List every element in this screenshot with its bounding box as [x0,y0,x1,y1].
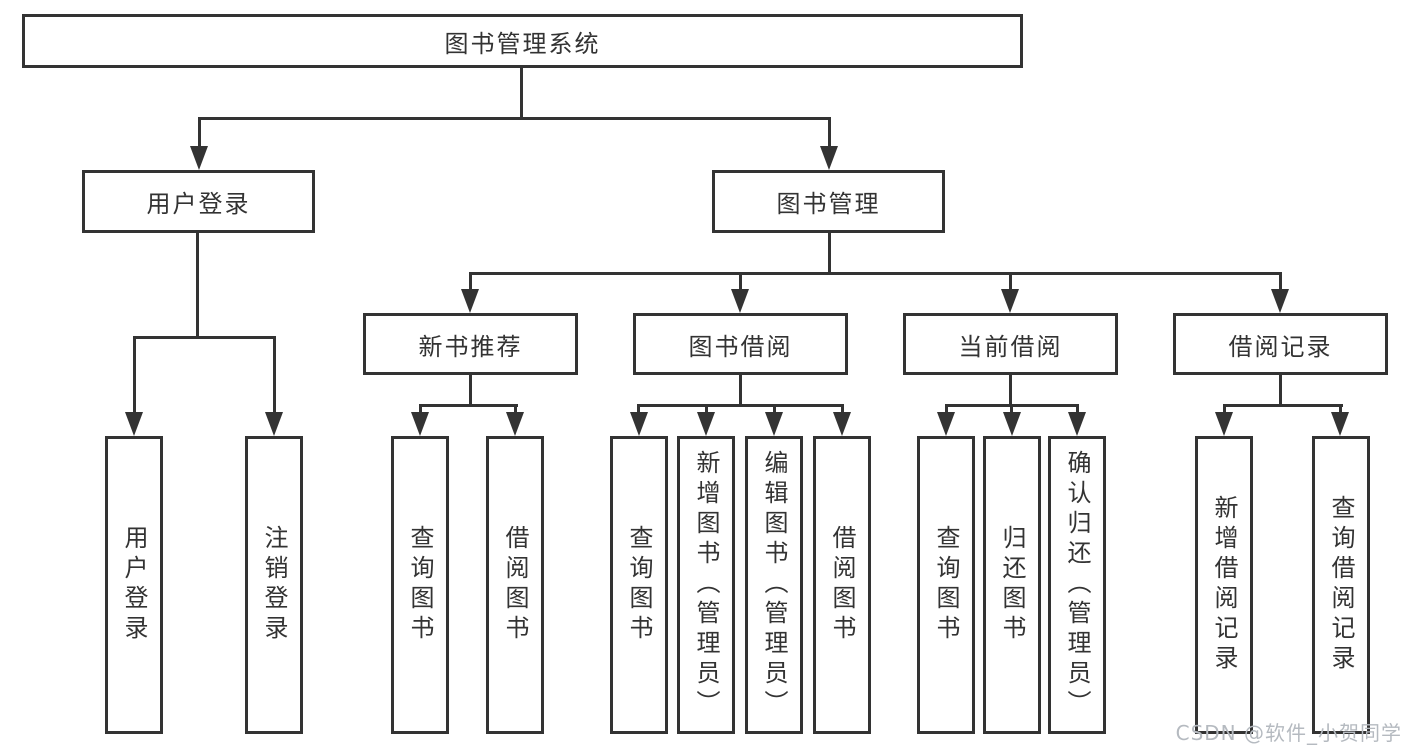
connector-borrow-record-bus [1222,404,1343,407]
connector-stem [944,404,948,413]
connector-stem [513,404,517,413]
leaf-login-box: 用户登录 [105,436,163,734]
node-borrow-record-box: 借阅记录 [1173,313,1388,375]
connector-top-bus [197,117,831,120]
arrowhead-down-icon [125,412,143,436]
arrowhead-down-icon [190,146,208,170]
connector-stem-current-borrow [1008,272,1012,289]
arrowhead-down-icon [731,289,749,313]
connector-stem [637,404,640,413]
arrowhead-down-icon [630,412,648,436]
connector-stem-leaf-login [132,336,136,412]
connector-new-book-bus [418,404,518,407]
arrowhead-down-icon [765,412,783,436]
leaf-newbook-query-label: 查询图书 [406,525,434,645]
node-new-book-box: 新书推荐 [363,313,578,375]
leaf-currentborrow-query-box: 查询图书 [917,436,975,734]
connector-stem [1075,404,1079,413]
leaf-logout-box: 注销登录 [245,436,303,734]
leaf-borrowbook-query-box: 查询图书 [610,436,668,734]
node-new-book-label: 新书推荐 [418,332,523,361]
node-book-manage-box: 图书管理 [712,170,945,233]
leaf-borrowbook-edit-box: 编辑图书（管理员） [745,436,803,734]
node-user-login-label: 用户登录 [146,190,251,218]
connector-book-manage-bus [468,272,1282,275]
arrowhead-down-icon [265,412,283,436]
leaf-borrowbook-borrow-box: 借阅图书 [813,436,871,734]
leaf-record-query-box: 查询借阅记录 [1312,436,1370,734]
connector-stem-new-book [468,272,472,289]
arrowhead-down-icon [506,412,524,436]
node-root-box: 图书管理系统 [22,14,1023,68]
leaf-record-query-label: 查询借阅记录 [1327,495,1355,675]
connector-borrow-record-down [1278,375,1282,406]
connector-stem [418,404,422,413]
leaf-borrowbook-add-label: 新增图书（管理员） [692,450,720,720]
node-borrow-book-label: 图书借阅 [688,332,793,361]
arrowhead-down-icon [697,412,715,436]
connector-stem [840,404,844,413]
connector-stem [772,404,776,413]
node-root-label: 图书管理系统 [444,29,601,58]
connector-stem [1222,404,1226,413]
arrowhead-down-icon [1215,412,1233,436]
arrowhead-down-icon [411,412,429,436]
connector-book-manage-stem [827,233,831,274]
node-current-borrow-box: 当前借阅 [903,313,1118,375]
node-borrow-book-box: 图书借阅 [633,313,848,375]
arrowhead-down-icon [820,146,838,170]
leaf-record-add-label: 新增借阅记录 [1210,495,1238,675]
leaf-record-add-box: 新增借阅记录 [1195,436,1253,734]
arrowhead-down-icon [461,289,479,313]
leaf-borrowbook-borrow-label: 借阅图书 [828,525,856,645]
leaf-currentborrow-confirm-label: 确认归还（管理员） [1063,450,1091,720]
connector-stem [704,404,708,413]
arrowhead-down-icon [1001,289,1019,313]
leaf-borrowbook-add-box: 新增图书（管理员） [677,436,735,734]
connector-user-login-bus [132,336,276,339]
connector-user-login-stem [195,233,199,336]
connector-stem-borrow-record [1278,272,1282,289]
arrowhead-down-icon [937,412,955,436]
node-user-login-box: 用户登录 [82,170,315,233]
watermark-text: CSDN @软件_小贺同学 [1175,721,1402,745]
connector-new-book-down [468,375,472,406]
leaf-currentborrow-query-label: 查询图书 [932,525,960,645]
connector-stem [1010,404,1013,413]
leaf-currentborrow-return-label: 归还图书 [998,525,1026,645]
leaf-currentborrow-return-box: 归还图书 [983,436,1041,734]
arrowhead-down-icon [1331,412,1349,436]
leaf-newbook-borrow-label: 借阅图书 [501,525,529,645]
arrowhead-down-icon [1003,412,1021,436]
leaf-logout-label: 注销登录 [260,525,288,645]
leaf-currentborrow-confirm-box: 确认归还（管理员） [1048,436,1106,734]
node-book-manage-label: 图书管理 [776,190,881,218]
connector-current-borrow-down [1008,375,1012,406]
arrowhead-down-icon [1068,412,1086,436]
leaf-borrowbook-edit-label: 编辑图书（管理员） [760,450,788,720]
node-borrow-record-label: 借阅记录 [1228,332,1333,361]
leaf-login-label: 用户登录 [120,525,148,645]
connector-borrow-book-down [738,375,742,406]
connector-stem-book-manage [827,117,831,146]
connector-stem [1338,404,1342,413]
arrowhead-down-icon [833,412,851,436]
connector-stem-user-login [197,117,201,146]
connector-borrow-book-bus [637,404,844,407]
connector-stem-borrow-book [738,272,742,289]
connector-stem-leaf-logout [272,336,276,412]
node-current-borrow-label: 当前借阅 [958,332,1063,361]
leaf-newbook-query-box: 查询图书 [391,436,449,734]
connector-root-stem [519,68,523,117]
leaf-newbook-borrow-box: 借阅图书 [486,436,544,734]
arrowhead-down-icon [1271,289,1289,313]
leaf-borrowbook-query-label: 查询图书 [625,525,653,645]
